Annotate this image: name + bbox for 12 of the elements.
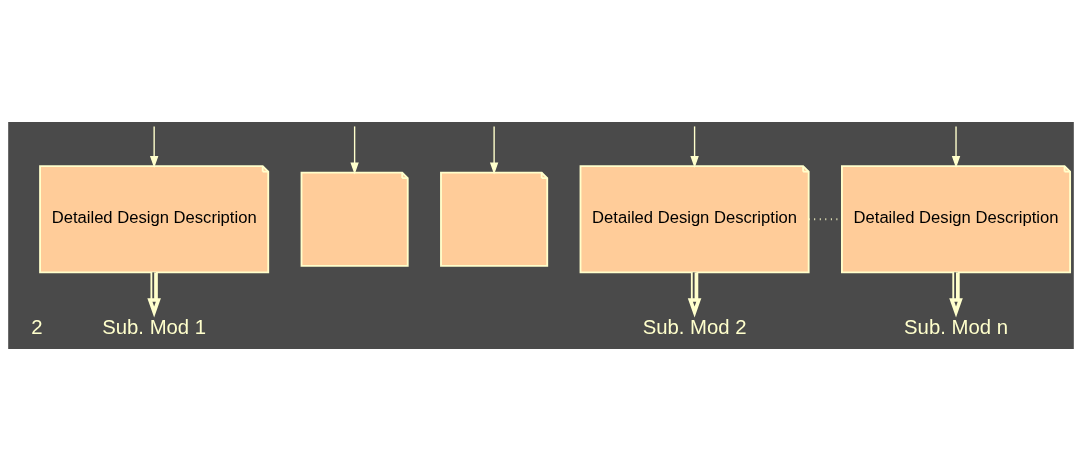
arrow (149, 125, 159, 169)
arrow (690, 125, 699, 169)
node-text: Sub. Mod n (904, 315, 1008, 338)
arrow (147, 272, 161, 318)
arrow (489, 125, 499, 175)
arrow (951, 125, 961, 169)
node-text: Sub. Mod 1 (102, 315, 207, 338)
arrow (687, 272, 702, 318)
arrow (350, 125, 359, 175)
arrow (949, 272, 963, 318)
node-text: Sub. Mod 2 (642, 315, 747, 338)
label: 2 (31, 315, 43, 338)
